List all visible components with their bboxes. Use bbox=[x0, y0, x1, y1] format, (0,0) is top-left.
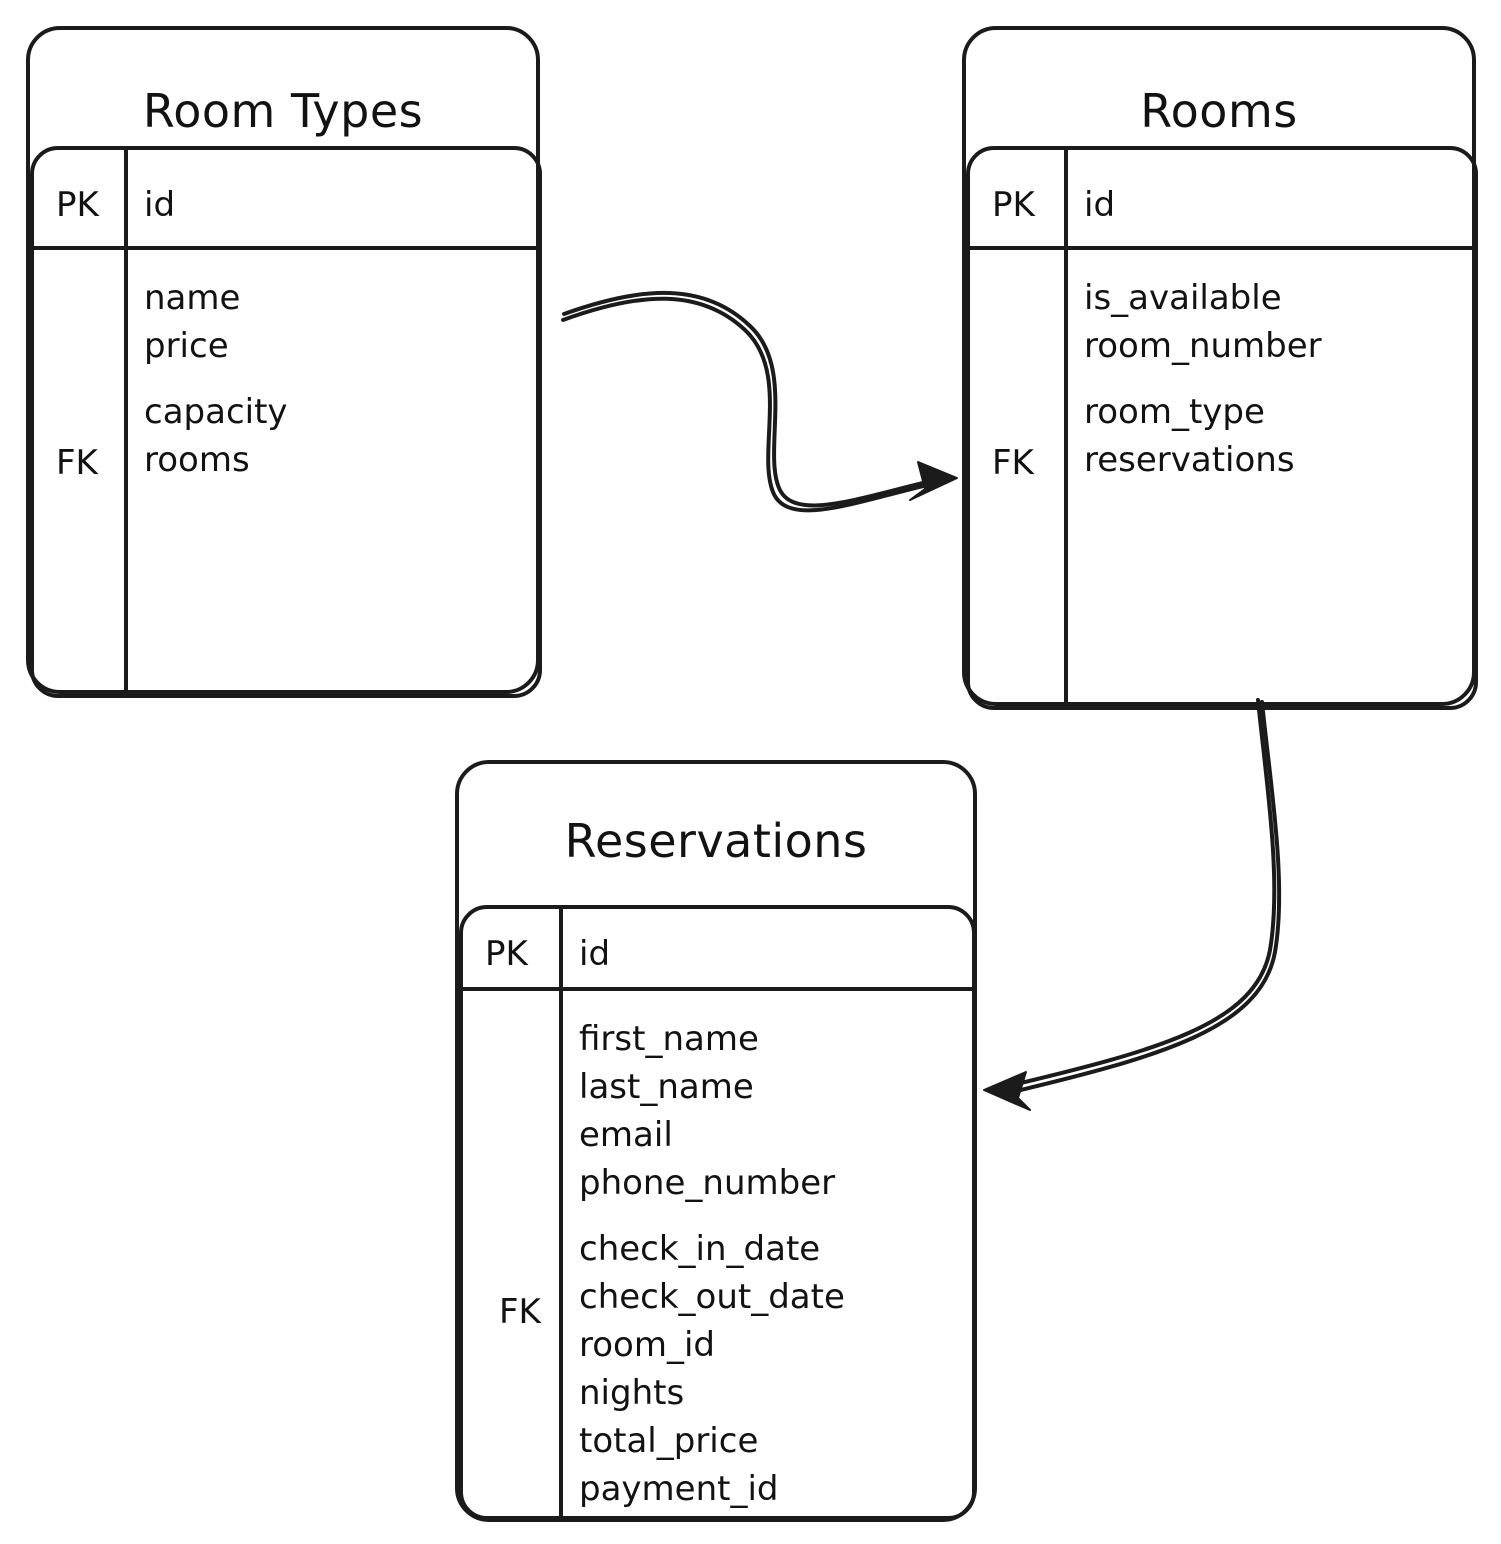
field-item: phone_number bbox=[579, 1163, 836, 1203]
pk-label-room-types: PK bbox=[56, 185, 99, 225]
field-item: payment_id bbox=[579, 1469, 779, 1509]
field-item: room_number bbox=[1084, 326, 1322, 366]
key-column-divider bbox=[1064, 150, 1068, 706]
field-item: check_out_date bbox=[579, 1277, 845, 1317]
attribute-table-rooms: PK id FK is_available room_number room_t… bbox=[966, 146, 1478, 710]
field-item: nights bbox=[579, 1373, 685, 1413]
field-item: check_in_date bbox=[579, 1229, 821, 1269]
pk-field-reservations: id bbox=[579, 934, 611, 974]
pk-label-reservations: PK bbox=[485, 934, 528, 974]
pk-field-room-types: id bbox=[144, 185, 176, 225]
entity-room-types[interactable]: Room Types PK id FK name price capacity … bbox=[26, 26, 542, 698]
key-column-divider bbox=[559, 909, 563, 1516]
field-item: email bbox=[579, 1115, 673, 1155]
fk-label-rooms: FK bbox=[992, 443, 1034, 483]
pk-label-rooms: PK bbox=[992, 185, 1035, 225]
field-item: room_id bbox=[579, 1325, 715, 1365]
entity-title-room-types: Room Types bbox=[142, 84, 424, 138]
field-list-reservations: first_name last_name email phone_number … bbox=[579, 1015, 845, 1513]
field-list-rooms: is_available room_number room_type reser… bbox=[1084, 274, 1322, 484]
field-item: first_name bbox=[579, 1019, 759, 1059]
pk-field-rooms: id bbox=[1084, 185, 1116, 225]
arrowhead-icon bbox=[909, 461, 958, 501]
arrowhead-icon bbox=[983, 1071, 1031, 1111]
entity-reservations[interactable]: Reservations PK id FK first_name last_na… bbox=[455, 760, 977, 1522]
primary-key-row-divider bbox=[970, 246, 1474, 250]
field-list-room-types: name price capacity rooms bbox=[144, 274, 288, 484]
field-item: name bbox=[144, 278, 241, 318]
attribute-table-room-types: PK id FK name price capacity rooms bbox=[30, 146, 542, 698]
entity-title-reservations: Reservations bbox=[564, 814, 868, 868]
field-item: capacity bbox=[144, 392, 288, 432]
fk-label-reservations: FK bbox=[499, 1292, 541, 1332]
relationship-room-types-to-rooms bbox=[561, 290, 958, 513]
relationship-rooms-to-reservations bbox=[983, 698, 1282, 1111]
primary-key-row-divider bbox=[463, 987, 972, 991]
field-item: last_name bbox=[579, 1067, 754, 1107]
field-item: is_available bbox=[1084, 278, 1282, 318]
field-item: total_price bbox=[579, 1421, 759, 1461]
primary-key-row-divider bbox=[34, 246, 538, 250]
entity-rooms[interactable]: Rooms PK id FK is_available room_number … bbox=[962, 26, 1478, 710]
field-item: room_type bbox=[1084, 392, 1265, 432]
key-column-divider bbox=[124, 150, 128, 694]
field-item: reservations bbox=[1084, 440, 1295, 480]
fk-label-room-types: FK bbox=[56, 443, 98, 483]
field-item: rooms bbox=[144, 440, 250, 480]
attribute-table-reservations: PK id FK first_name last_name email phon… bbox=[459, 905, 976, 1520]
field-item: price bbox=[144, 326, 229, 366]
entity-title-rooms: Rooms bbox=[1140, 84, 1298, 138]
